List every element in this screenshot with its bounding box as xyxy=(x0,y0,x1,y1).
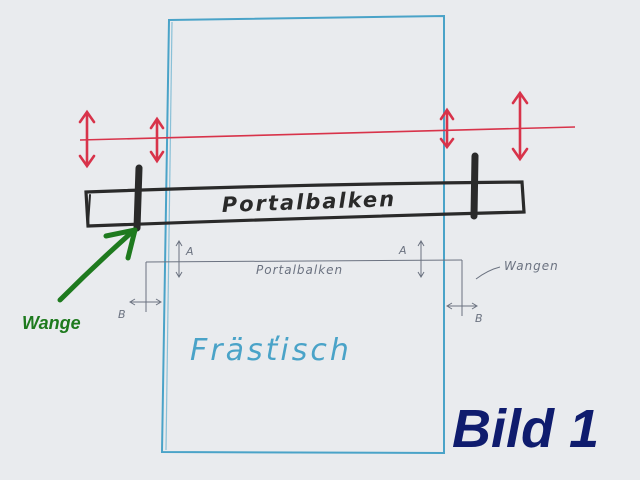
schematic-beam-line xyxy=(145,259,463,263)
fraestisch-label: Fräsťisch xyxy=(190,333,352,368)
a-left-label: A xyxy=(185,245,194,258)
wange-right-post xyxy=(470,152,479,220)
b-right-label: B xyxy=(475,312,483,325)
portalbalken-beam xyxy=(84,180,526,228)
wange-label: Wange xyxy=(22,313,81,333)
a-right-label: A xyxy=(398,244,407,257)
schematic-labels: A A B B Portalbalken Wangen xyxy=(118,244,559,325)
red-arrow-far-right xyxy=(511,90,529,162)
portalbalken-label: Portalbalken xyxy=(221,187,396,217)
red-arrow-left xyxy=(149,116,165,164)
figure-title: Bild 1 xyxy=(452,399,600,459)
b-arrow-right xyxy=(446,302,478,310)
red-arrow-far-left xyxy=(78,109,96,169)
b-left-label: B xyxy=(118,308,126,321)
wangen-posts xyxy=(133,152,479,232)
a-arrow-left xyxy=(175,240,183,278)
wangen-pointer-line xyxy=(475,266,501,280)
a-arrow-right xyxy=(417,240,425,278)
fraestisch-outline xyxy=(160,14,445,455)
green-arrow xyxy=(57,227,138,303)
red-double-arrows xyxy=(78,90,529,169)
portalbalken-small-label: Portalbalken xyxy=(256,263,343,277)
schematic-front-view xyxy=(129,240,501,316)
b-arrow-left xyxy=(129,298,162,306)
wange-left-post xyxy=(133,164,143,232)
red-reference-line xyxy=(79,126,576,141)
wangen-label: Wangen xyxy=(504,259,559,273)
red-arrow-right xyxy=(439,107,455,150)
